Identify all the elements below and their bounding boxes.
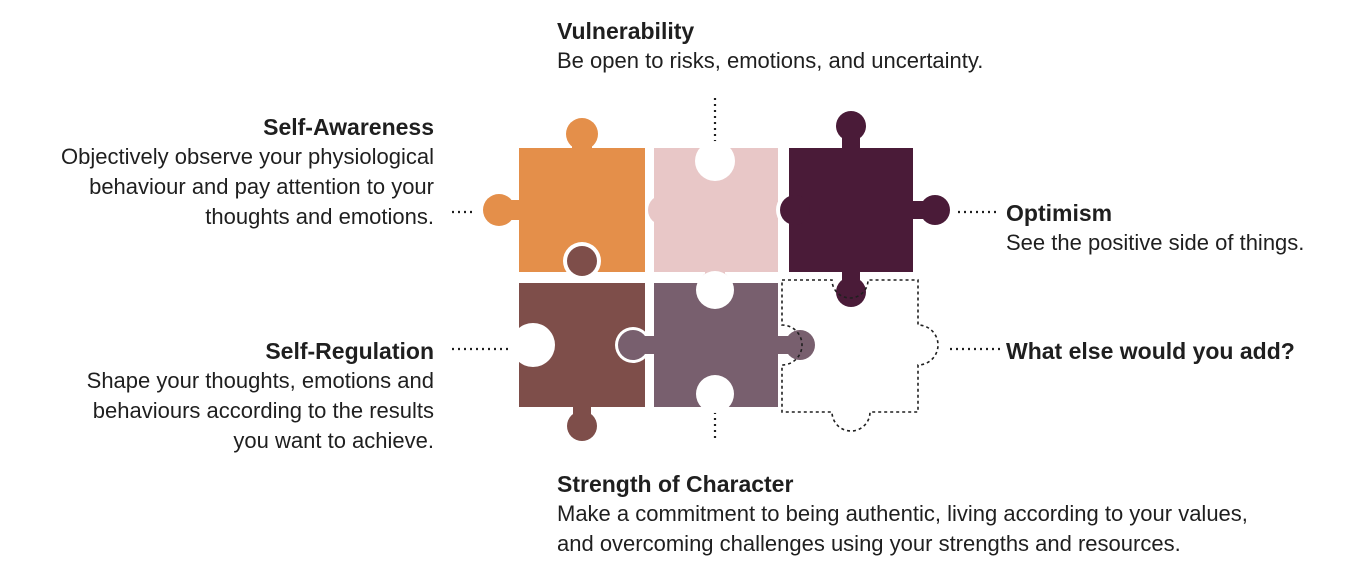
self-awareness-desc-line1: Objectively observe your physiological [61,144,434,169]
vulnerability-title: Vulnerability [557,18,695,44]
vulnerability-desc: Be open to risks, emotions, and uncertai… [557,48,984,73]
label-what-else: What else would you add? [1006,336,1346,366]
plum-piece [780,111,950,307]
strength-desc-line2: and overcoming challenges using your str… [557,531,1181,556]
label-strength: Strength of Character Make a commitment … [557,469,1346,559]
optimism-title: Optimism [1006,200,1113,226]
self-awareness-desc-line2: behaviour and pay attention to your [89,174,434,199]
self-regulation-desc-line3: you want to achieve. [233,428,434,453]
strength-title: Strength of Character [557,471,794,497]
self-awareness-desc-line3: thoughts and emotions. [205,204,434,229]
self-regulation-title: Self-Regulation [265,338,434,364]
label-self-regulation: Self-Regulation Shape your thoughts, emo… [0,336,434,456]
self-regulation-desc-line1: Shape your thoughts, emotions and [86,368,434,393]
what-else-title: What else would you add? [1006,338,1295,364]
mauve-piece [618,271,815,413]
label-vulnerability: Vulnerability Be open to risks, emotions… [557,16,1077,76]
optimism-desc: See the positive side of things. [1006,230,1305,255]
label-self-awareness: Self-Awareness Objectively observe your … [0,112,434,232]
empty-dashed-piece [781,279,939,432]
self-awareness-title: Self-Awareness [263,114,434,140]
strength-desc-line1: Make a commitment to being authentic, li… [557,501,1248,526]
label-optimism: Optimism See the positive side of things… [1006,198,1346,258]
self-regulation-desc-line2: behaviours according to the results [92,398,434,423]
